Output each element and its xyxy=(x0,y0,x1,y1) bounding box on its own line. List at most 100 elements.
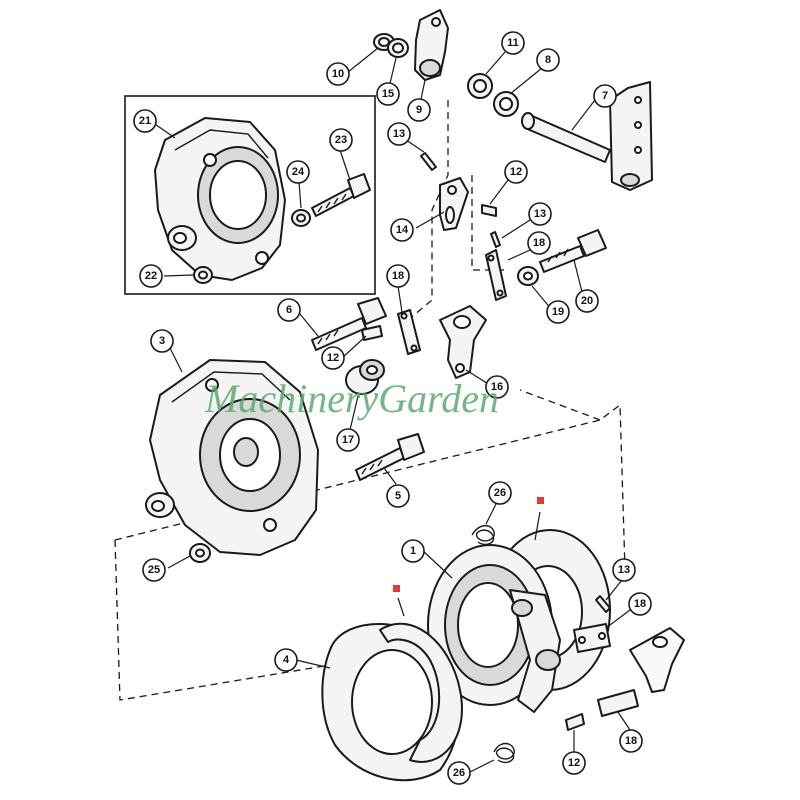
svg-text:13: 13 xyxy=(534,208,546,220)
svg-text:13: 13 xyxy=(618,564,630,576)
callout-13-middle: 13 xyxy=(528,202,552,226)
callout-16: 16 xyxy=(485,375,509,399)
svg-text:10: 10 xyxy=(332,68,344,80)
clevis-14 xyxy=(439,177,469,231)
svg-text:19: 19 xyxy=(552,306,564,318)
pin-13-middle xyxy=(490,231,501,248)
callout-11: 11 xyxy=(501,31,525,55)
bolt-6 xyxy=(311,297,387,351)
svg-text:23: 23 xyxy=(335,134,347,146)
svg-text:18: 18 xyxy=(625,735,637,747)
callout-25: 25 xyxy=(142,558,166,582)
callout-18-upper: 18 xyxy=(527,231,551,255)
link-18-left xyxy=(397,309,421,355)
callout-15: 15 xyxy=(376,82,400,106)
friction-disc-front xyxy=(379,622,463,763)
svg-text:18: 18 xyxy=(392,270,404,282)
callout-12-left: 12 xyxy=(321,346,345,370)
svg-text:9: 9 xyxy=(416,104,422,116)
washer-19 xyxy=(517,266,539,286)
svg-text:14: 14 xyxy=(396,224,409,236)
inset-frame xyxy=(124,95,376,295)
svg-text:3: 3 xyxy=(159,335,165,347)
callout-4: 4 xyxy=(274,648,298,672)
svg-text:25: 25 xyxy=(148,564,160,576)
washer-24 xyxy=(291,209,311,227)
svg-text:16: 16 xyxy=(491,381,503,393)
link-18-upper xyxy=(485,249,507,301)
svg-text:5: 5 xyxy=(395,490,401,502)
bushing-17 xyxy=(345,359,385,395)
housing-3 xyxy=(145,359,319,556)
callout-3: 3 xyxy=(150,329,174,353)
callout-14: 14 xyxy=(390,218,414,242)
callout-22: 22 xyxy=(139,264,163,288)
callout-18-bottom: 18 xyxy=(619,729,643,753)
bolt-20 xyxy=(539,229,607,273)
assembly-dashed-lines xyxy=(114,100,626,701)
spring-26-lower xyxy=(493,742,515,764)
callout-23: 23 xyxy=(329,128,353,152)
svg-text:12: 12 xyxy=(327,352,339,364)
svg-text:17: 17 xyxy=(342,434,354,446)
link-18-lower xyxy=(573,623,611,653)
callout-18-left: 18 xyxy=(386,264,410,288)
callout-12-bottom: 12 xyxy=(562,751,586,775)
callout-13-lower: 13 xyxy=(612,558,636,582)
svg-text:26: 26 xyxy=(494,487,506,499)
callout-21: 21 xyxy=(133,109,157,133)
pin-12-left xyxy=(361,325,383,341)
callout-1: 1 xyxy=(401,539,425,563)
marker-square-lower xyxy=(393,585,400,592)
svg-text:20: 20 xyxy=(581,295,593,307)
marker-square-upper xyxy=(537,497,544,504)
callout-20: 20 xyxy=(575,289,599,313)
svg-text:7: 7 xyxy=(602,90,608,102)
svg-text:12: 12 xyxy=(510,166,522,178)
callout-10: 10 xyxy=(326,62,350,86)
callout-24: 24 xyxy=(286,160,310,184)
washer-8 xyxy=(493,91,519,117)
pin-13-upper xyxy=(420,152,437,171)
callout-9: 9 xyxy=(407,98,431,122)
svg-text:18: 18 xyxy=(634,598,646,610)
actuator-1 xyxy=(427,544,561,713)
ring-15 xyxy=(387,38,409,58)
callout-7: 7 xyxy=(593,84,617,108)
housing-21 xyxy=(154,117,286,281)
svg-text:26: 26 xyxy=(453,767,465,779)
callout-12-upper: 12 xyxy=(504,160,528,184)
callout-6: 6 xyxy=(277,298,301,322)
svg-text:24: 24 xyxy=(292,166,305,178)
watermark-text: MachineryGarden xyxy=(204,376,499,421)
svg-text:12: 12 xyxy=(568,757,580,769)
pin-12-bottom xyxy=(565,713,585,731)
svg-text:8: 8 xyxy=(545,54,551,66)
callout-26-upper: 26 xyxy=(488,481,512,505)
washer-25 xyxy=(189,543,211,563)
ring-10 xyxy=(373,33,395,51)
callout-18-lower: 18 xyxy=(628,592,652,616)
lever-16 xyxy=(439,305,487,379)
svg-text:21: 21 xyxy=(139,115,151,127)
bolt-23 xyxy=(311,173,371,217)
pin-13-lower xyxy=(595,595,611,613)
svg-text:15: 15 xyxy=(382,88,394,100)
pin-12-upper xyxy=(481,204,497,217)
lever-right xyxy=(629,627,685,693)
callouts: 10 15 9 11 8 7 21 23 24 22 13 12 14 13 1… xyxy=(133,31,652,785)
shaft-7 xyxy=(521,81,653,191)
callout-19: 19 xyxy=(546,300,570,324)
svg-text:13: 13 xyxy=(393,128,405,140)
bolt-5 xyxy=(355,433,425,481)
svg-text:11: 11 xyxy=(507,37,519,49)
washer-11 xyxy=(467,73,493,99)
svg-text:1: 1 xyxy=(410,545,416,557)
callout-8: 8 xyxy=(536,48,560,72)
callout-5: 5 xyxy=(386,484,410,508)
svg-text:18: 18 xyxy=(533,237,545,249)
spring-26-upper xyxy=(471,524,495,546)
lever-9 xyxy=(414,9,449,81)
svg-text:6: 6 xyxy=(286,304,292,316)
